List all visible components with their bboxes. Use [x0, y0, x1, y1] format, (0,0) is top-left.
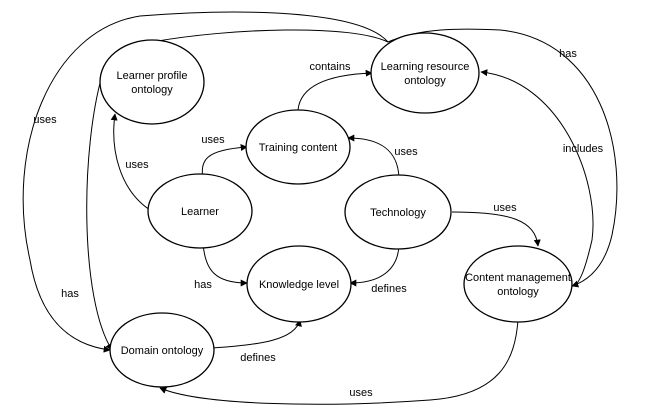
node-knowledge-level: Knowledge level [246, 245, 352, 323]
edge-technology-uses-training-content [347, 134, 400, 179]
label-has-knowledge: has [194, 279, 212, 291]
label-uses-learner-profile: uses [125, 159, 149, 171]
node-label: Domain ontology [121, 345, 204, 357]
node-label: ontology [497, 286, 539, 298]
node-label: ontology [131, 84, 173, 96]
node-content-management-ontology: Content management ontology [463, 245, 573, 323]
edge-learner-has-knowledge-level [202, 242, 248, 287]
edge-training-content-contains-learning-resource [297, 69, 373, 111]
node-label: Knowledge level [259, 279, 339, 291]
edge-learner-profile-to-learning-resource [151, 29, 389, 43]
label-contains: contains [310, 61, 351, 73]
label-uses-technology-training: uses [394, 146, 418, 158]
label-uses-training-content: uses [201, 134, 225, 146]
node-training-content: Training content [245, 109, 351, 185]
edge-technology-defines-knowledge-level [349, 244, 400, 287]
label-uses-bottom: uses [349, 387, 373, 399]
node-label: Learning resource [381, 61, 470, 73]
node-label: ontology [404, 75, 446, 87]
node-learning-resource-ontology: Learning resource ontology [370, 32, 480, 114]
edge-learning-resource-includes [480, 69, 594, 287]
edge-content-management-uses-domain [159, 319, 519, 405]
node-learner: Learner [147, 173, 253, 249]
label-defines-domain-knowledge: defines [240, 352, 276, 364]
label-includes: includes [563, 143, 604, 155]
node-label: Training content [259, 142, 337, 154]
label-has-top: has [559, 48, 577, 60]
node-label: Technology [370, 207, 426, 219]
node-domain-ontology: Domain ontology [109, 312, 215, 388]
node-learner-profile-ontology: Learner profile ontology [99, 39, 205, 125]
label-has-left: has [61, 288, 79, 300]
label-uses-technology-content: uses [493, 202, 517, 214]
edge-domain-defines-knowledge-level [211, 319, 302, 349]
edge-left-uses [22, 11, 389, 353]
label-defines-technology-knowledge: defines [371, 283, 407, 295]
node-label: Learner profile [117, 70, 188, 82]
edge-learner-uses-learner-profile [110, 113, 151, 211]
node-label: Learner [181, 206, 219, 218]
node-label: Content management [465, 272, 571, 284]
edge-technology-uses-content-management [451, 211, 541, 247]
edge-learning-resource-has [387, 28, 618, 288]
label-uses-left: uses [33, 114, 57, 126]
edge-learner-profile-has-domain [86, 71, 113, 351]
node-technology: Technology [344, 174, 452, 250]
